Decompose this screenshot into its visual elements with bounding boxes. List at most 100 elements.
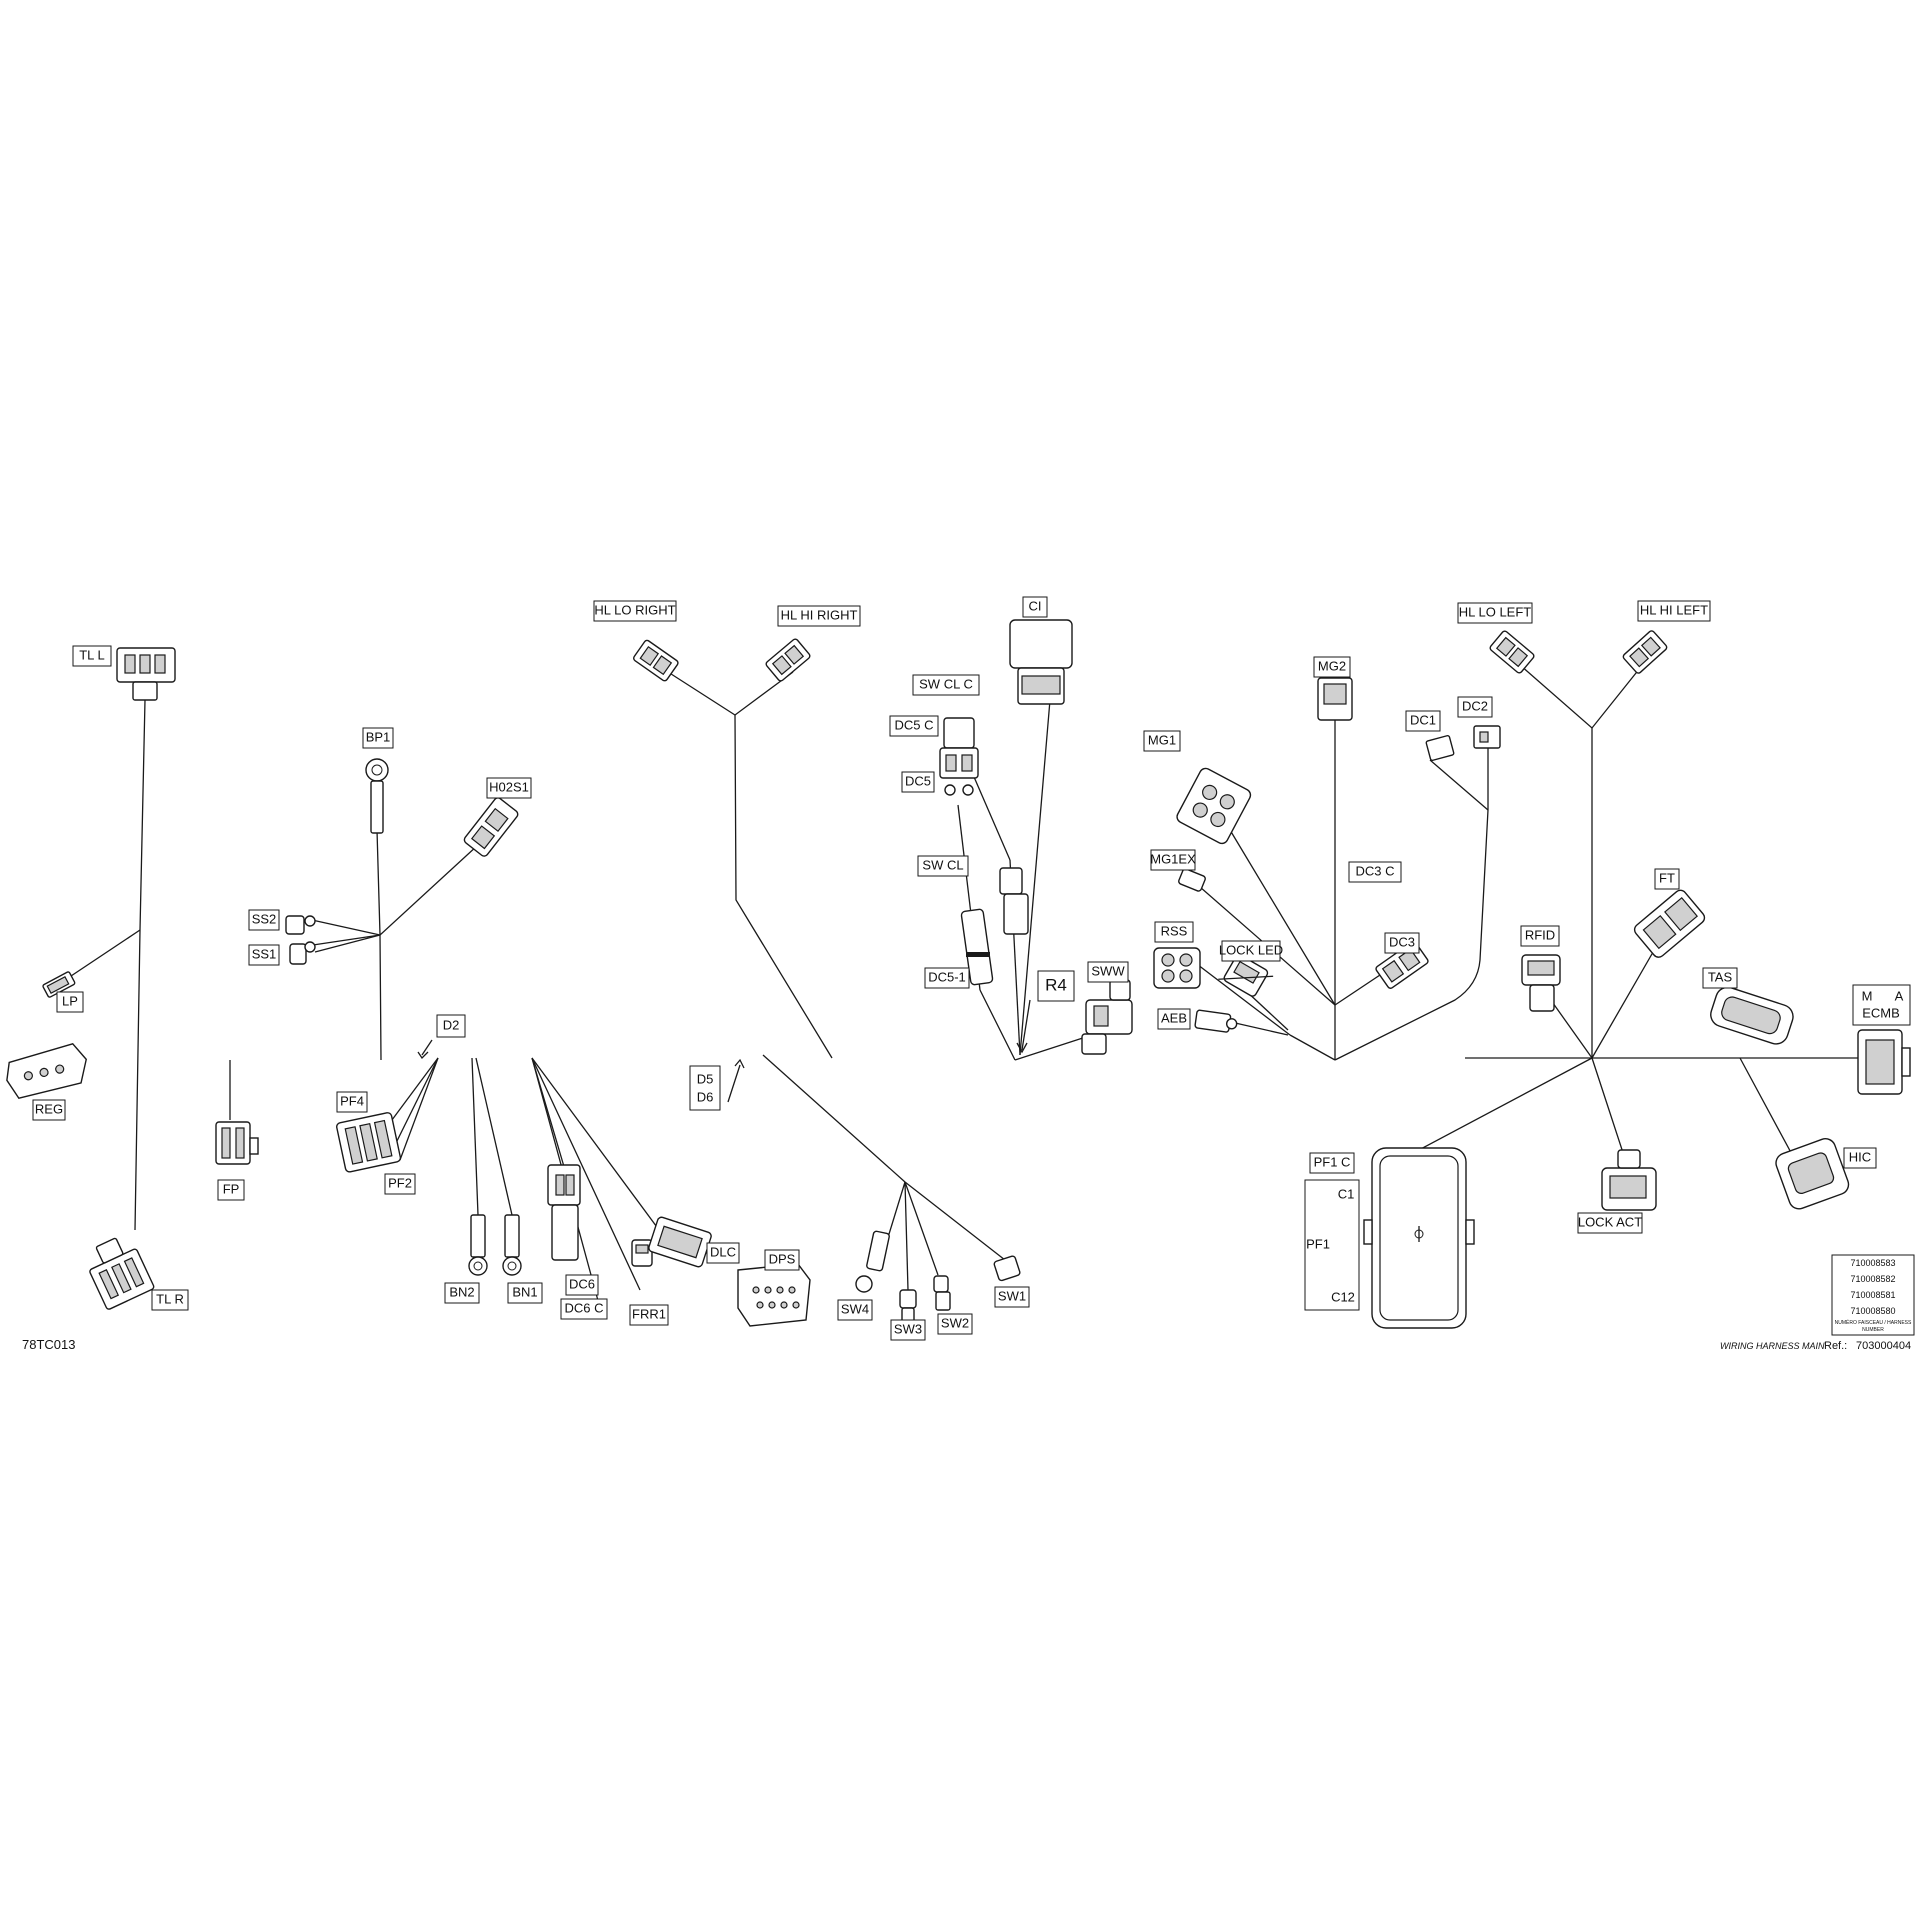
- svg-text:DC3 C: DC3 C: [1355, 863, 1394, 878]
- label-dc1: DC1: [1405, 710, 1441, 732]
- svg-text:DC1: DC1: [1410, 712, 1436, 727]
- label-sw2: SW2: [937, 1313, 973, 1335]
- label-sw-cl-c: SW CL C: [912, 674, 980, 696]
- mg1ex-connector: [1178, 868, 1206, 892]
- svg-text:C12: C12: [1331, 1289, 1355, 1304]
- label-dc6-c: DC6 C: [560, 1298, 608, 1320]
- bp1-ring-terminal: [365, 758, 389, 834]
- svg-text:MG1EX: MG1EX: [1150, 851, 1196, 866]
- tl-l-connector: [116, 647, 176, 701]
- label-lp: LP: [56, 991, 84, 1013]
- label-hl-lo-right: HL LO RIGHT: [593, 600, 677, 622]
- svg-text:PF1 C: PF1 C: [1314, 1154, 1351, 1169]
- title-block: 78TC013 710008583 710008582 710008581 71…: [22, 1254, 1915, 1352]
- label-dlc: DLC: [706, 1242, 740, 1264]
- sww-switch: [1081, 979, 1133, 1055]
- svg-text:LP: LP: [62, 993, 78, 1008]
- label-sw4: SW4: [837, 1299, 873, 1321]
- svg-text:D5: D5: [697, 1071, 714, 1086]
- label-bn1: BN1: [507, 1282, 543, 1304]
- label-dc5-c: DC5 C: [889, 715, 939, 737]
- svg-text:MG2: MG2: [1318, 658, 1346, 673]
- svg-text:SW4: SW4: [841, 1301, 869, 1316]
- svg-text:HIC: HIC: [1849, 1149, 1871, 1164]
- svg-text:PF1: PF1: [1306, 1236, 1330, 1251]
- svg-text:DC2: DC2: [1462, 698, 1488, 713]
- fp-connector: [215, 1121, 259, 1165]
- ref-number: 703000404: [1856, 1340, 1911, 1352]
- svg-text:BN1: BN1: [512, 1284, 537, 1299]
- label-dc5: DC5: [901, 771, 935, 793]
- svg-text:BN2: BN2: [449, 1284, 474, 1299]
- svg-text:FRR1: FRR1: [632, 1306, 666, 1321]
- label-ci: CI: [1022, 596, 1048, 618]
- label-frr1: FRR1: [629, 1304, 669, 1326]
- sw1-terminal: [993, 1255, 1021, 1282]
- svg-text:TAS: TAS: [1708, 969, 1733, 984]
- label-tas: TAS: [1702, 967, 1738, 989]
- label-rss: RSS: [1154, 921, 1194, 943]
- svg-text:RFID: RFID: [1525, 927, 1555, 942]
- svg-text:R4: R4: [1045, 975, 1067, 994]
- tl-r-connector: [89, 1237, 155, 1310]
- sw3-terminal: [899, 1289, 917, 1325]
- label-r4: R4: [1037, 970, 1075, 1002]
- bn2-ring-terminal: [468, 1214, 488, 1276]
- rfid-connector: [1521, 954, 1561, 1012]
- label-h02s1: H02S1: [486, 777, 532, 799]
- svg-text:DLC: DLC: [710, 1244, 736, 1259]
- dc1-connector: [1425, 734, 1455, 762]
- lp-connector: [42, 971, 76, 998]
- label-sw3: SW3: [890, 1319, 926, 1341]
- harness-number-table: 710008583 710008582 710008581 710008580 …: [1831, 1254, 1915, 1336]
- mg2-connector: [1317, 677, 1353, 721]
- svg-text:A: A: [1895, 988, 1904, 1003]
- sw2-terminal: [933, 1275, 951, 1311]
- svg-text:D2: D2: [443, 1017, 460, 1032]
- label-lock-act: LOCK ACT: [1577, 1212, 1643, 1234]
- label-ecmb: M A ECMB: [1852, 984, 1911, 1026]
- harness-wires: [67, 664, 1860, 1309]
- lock-act-connector: [1601, 1149, 1657, 1211]
- ci-connector: [1009, 619, 1073, 705]
- label-bp1: BP1: [362, 727, 394, 749]
- label-fp: FP: [217, 1179, 245, 1201]
- reg-connector: [6, 1043, 88, 1100]
- harness-number-caption-2: NUMBER: [1862, 1327, 1884, 1333]
- label-mg1: MG1: [1143, 730, 1181, 752]
- label-tl-r: TL R: [151, 1289, 189, 1311]
- hl-lo-left-connector: [1489, 630, 1535, 674]
- svg-text:C1: C1: [1338, 1186, 1355, 1201]
- svg-text:SW CL C: SW CL C: [919, 676, 973, 691]
- svg-text:SW2: SW2: [941, 1315, 969, 1330]
- label-sww: SWW: [1087, 961, 1129, 983]
- svg-text:H02S1: H02S1: [489, 779, 529, 794]
- svg-text:LOCK ACT: LOCK ACT: [1578, 1214, 1642, 1229]
- svg-text:HL LO RIGHT: HL LO RIGHT: [594, 602, 675, 617]
- label-d2: D2: [436, 1014, 466, 1038]
- hl-lo-right-connector: [633, 639, 679, 682]
- svg-text:LOCK LED: LOCK LED: [1219, 942, 1283, 957]
- label-dps: DPS: [764, 1249, 800, 1271]
- sw4-ring-terminal: [855, 1230, 890, 1293]
- svg-text:DC3: DC3: [1389, 934, 1415, 949]
- figure-code: 78TC013: [22, 1337, 75, 1352]
- dc5-1-fuse: [960, 908, 994, 986]
- svg-text:REG: REG: [35, 1101, 63, 1116]
- label-mg2: MG2: [1313, 656, 1351, 678]
- frr1-relay: [631, 1239, 653, 1267]
- label-bn2: BN2: [444, 1282, 480, 1304]
- label-ss1: SS1: [248, 944, 280, 966]
- svg-text:PF2: PF2: [388, 1175, 412, 1190]
- label-pf4: PF4: [336, 1091, 368, 1113]
- svg-text:MG1: MG1: [1148, 732, 1176, 747]
- dps-connector: [737, 1263, 811, 1327]
- svg-text:PF4: PF4: [340, 1093, 364, 1108]
- svg-text:DC5: DC5: [905, 773, 931, 788]
- ss2-sensor: [285, 915, 316, 935]
- svg-text:TL R: TL R: [156, 1291, 184, 1306]
- svg-text:RSS: RSS: [1161, 923, 1188, 938]
- svg-text:SWW: SWW: [1091, 963, 1125, 978]
- h02s1-connector: [463, 797, 519, 857]
- callout-labels: TL L LP REG TL R FP BP1 H02S1 SS2 SS1 D2…: [32, 596, 1911, 1341]
